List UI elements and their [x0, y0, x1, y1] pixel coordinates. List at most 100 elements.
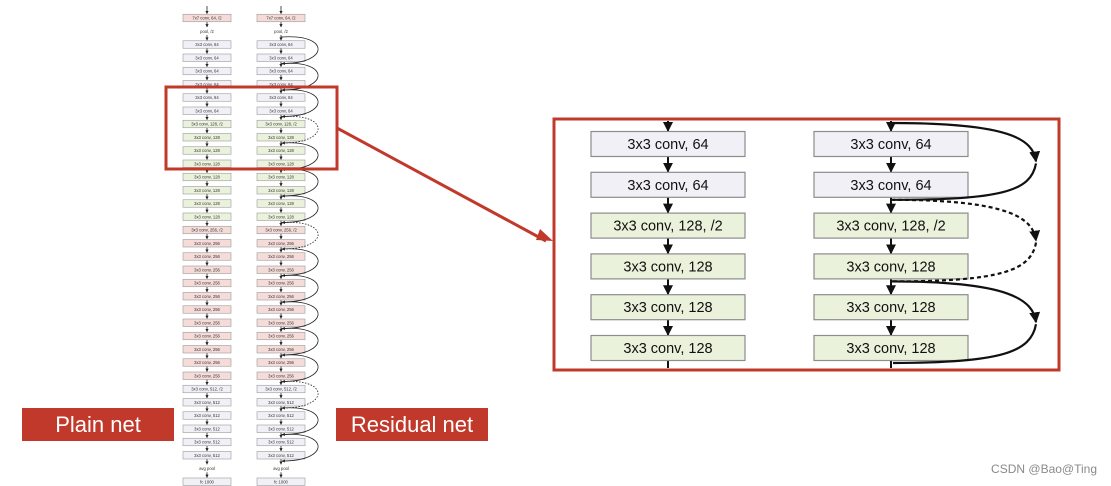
- plain-layer-label: 3x3 conv, 256: [194, 241, 220, 246]
- residual-layer-box: [256, 106, 306, 115]
- residual-layer-box: [256, 212, 306, 221]
- residual-layer-box: [256, 13, 306, 23]
- residual-layer-label: 3x3 conv, 128: [268, 188, 294, 193]
- shortcut-arrow: [280, 301, 319, 331]
- residual-layer-box: [256, 252, 306, 261]
- zoom-plain-layer-label: 3x3 conv, 128: [623, 341, 712, 357]
- residual-layer-box: [256, 172, 306, 182]
- zoom-residual-layer-label: 3x3 conv, 128: [846, 341, 935, 357]
- residual-layer-box: [256, 40, 306, 49]
- zoom-residual-layer-box: [813, 171, 969, 198]
- zoom-callout: 3x3 conv, 64 3x3 conv, 64 3x3 conv, 128, /…: [164, 85, 1061, 372]
- plain-layer-box: [182, 345, 232, 354]
- residual-layer-box: [256, 133, 306, 142]
- shortcut-arrow: [280, 433, 319, 463]
- residual-layer-box: [256, 199, 306, 208]
- residual-layer-box: [256, 53, 306, 62]
- residual-layer-label: 3x3 conv, 128: [268, 161, 294, 166]
- plain-layer-label: 3x3 conv, 128: [194, 175, 220, 180]
- plain-layer-box: [182, 437, 232, 447]
- plain-layer-label: 3x3 conv, 512: [194, 426, 220, 431]
- plain-layer-box: [182, 212, 232, 221]
- zoom-plain-layer-box: [590, 130, 746, 158]
- residual-layer-label: 3x3 conv, 256: [268, 281, 294, 286]
- plain-layer-label: 3x3 conv, 64: [195, 42, 219, 47]
- residual-layer-box: [256, 358, 306, 367]
- shortcut-arrow: [280, 407, 319, 437]
- zoom-plain-layer-label: 3x3 conv, 64: [627, 178, 708, 194]
- plain-layer-box: [182, 13, 232, 23]
- plain-layer-box: [182, 318, 232, 327]
- plain-layer-label: 3x3 conv, 256: [194, 320, 220, 325]
- zoom-residual-layer-label: 3x3 conv, 128: [846, 300, 935, 316]
- shortcut-arrow: [280, 327, 319, 357]
- dashed-shortcut-arrow: [280, 115, 319, 145]
- residual-layer-label: 3x3 conv, 256: [268, 294, 294, 299]
- residual-layer-box: [256, 225, 306, 235]
- plain-layer-box: [182, 146, 232, 155]
- plain-layer-box: [182, 133, 232, 142]
- zoom-plain-layer-label: 3x3 conv, 64: [627, 137, 708, 153]
- residual-layer-label: 3x3 conv, 256: [268, 307, 294, 312]
- shortcut-arrow: [280, 195, 319, 225]
- residual-layer-label: 3x3 conv, 64: [269, 82, 293, 87]
- zoom-plain-layer-box: [590, 294, 746, 321]
- zoom-residual-layer-box: [813, 130, 969, 158]
- plain-layer-label: 3x3 conv, 256: [194, 294, 220, 299]
- residual-layer-label: 3x3 conv, 256: [268, 267, 294, 272]
- plain-layer-box: [182, 305, 232, 314]
- zoom-plain-layer-label: 3x3 conv, 128, /2: [613, 219, 722, 235]
- plain-layer-label: 3x3 conv, 512: [194, 440, 220, 445]
- plain-layer-label: 3x3 conv, 256: [194, 281, 220, 286]
- plain-layer-label: 7x7 conv, 64, /2: [192, 16, 222, 21]
- residual-layer-label: avg pool: [273, 466, 289, 471]
- plain-layer-label: fc 1000: [200, 479, 214, 484]
- residual-layer-label: 3x3 conv, 64: [269, 55, 293, 60]
- residual-layer-box: [256, 437, 306, 447]
- residual-layer-label: 3x3 conv, 512, /2: [265, 387, 297, 392]
- residual-layer-label: 3x3 conv, 64: [269, 95, 293, 100]
- plain-layer-label: 3x3 conv, 256: [194, 254, 220, 259]
- residual-layer-label: 3x3 conv, 128: [268, 135, 294, 140]
- residual-layer-box: [256, 186, 306, 195]
- residual-layer-label: 7x7 conv, 64, /2: [266, 16, 296, 21]
- plain-layer-box: [182, 292, 232, 301]
- residual-layer-label: 3x3 conv, 256: [268, 360, 294, 365]
- zoom-residual-layer-label: 3x3 conv, 64: [850, 178, 931, 194]
- plain-layer-label: 3x3 conv, 128: [194, 135, 220, 140]
- plain-layer-label: pool, /2: [200, 29, 214, 34]
- residual-net-label: Residual net: [336, 408, 488, 441]
- plain-layer-label: 3x3 conv, 64: [195, 95, 219, 100]
- plain-layer-label: 3x3 conv, 512: [194, 400, 220, 405]
- shortcut-arrow: [280, 354, 319, 384]
- zoom-plain-layer-label: 3x3 conv, 128: [623, 259, 712, 275]
- plain-layer-box: [182, 172, 232, 182]
- plain-layer-box: [182, 239, 232, 248]
- residual-layer-label: 3x3 conv, 256: [268, 334, 294, 339]
- zoom-shortcut-arrow: [890, 280, 1041, 324]
- plain-layer-label: 3x3 conv, 256: [194, 360, 220, 365]
- plain-layer-box: [182, 53, 232, 62]
- zoom-residual-layer-box: [813, 334, 969, 362]
- dashed-shortcut-arrow: [280, 221, 319, 251]
- residual-layer-label: 3x3 conv, 64: [269, 69, 293, 74]
- zoom-residual-layer-box: [813, 253, 969, 280]
- residual-layer-box: [256, 146, 306, 155]
- residual-layer-box: [256, 93, 306, 102]
- residual-layer-label: 3x3 conv, 128: [268, 148, 294, 153]
- zoom-shortcut-return: [892, 324, 1038, 365]
- watermark: CSDN @Bao@Ting: [991, 462, 1097, 476]
- plain-layer-box: [182, 186, 232, 195]
- residual-layer-box: [256, 451, 306, 460]
- plain-layer-box: [182, 252, 232, 261]
- zoom-plain-layer-label: 3x3 conv, 128: [623, 300, 712, 316]
- plain-layer-label: 3x3 conv, 128: [194, 161, 220, 166]
- zoom-residual-layer-label: 3x3 conv, 64: [850, 137, 931, 153]
- residual-layer-label: 3x3 conv, 64: [269, 108, 293, 113]
- residual-layer-label: 3x3 conv, 256: [268, 254, 294, 259]
- shortcut-arrow: [280, 248, 319, 278]
- residual-layer-box: [256, 278, 306, 288]
- plain-layer-box: [182, 384, 232, 394]
